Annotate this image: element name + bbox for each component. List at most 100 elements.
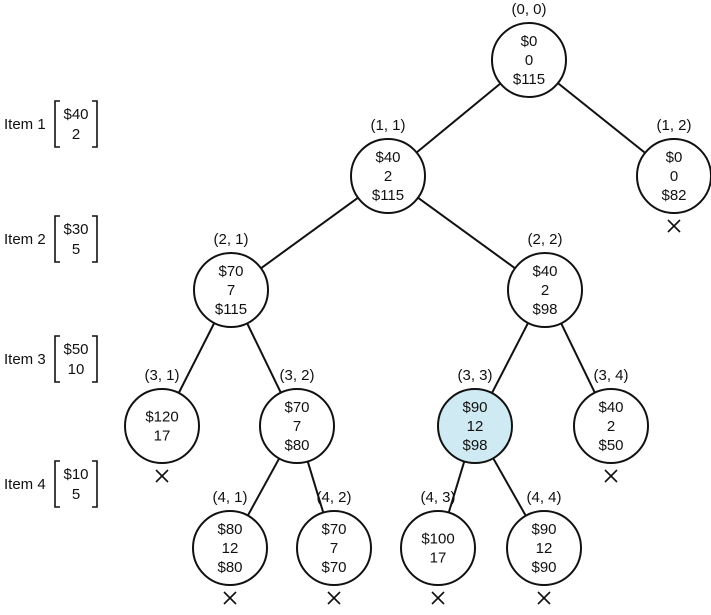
right-bracket	[92, 335, 98, 383]
tree-node-n12: (1, 2)$00$82	[636, 117, 711, 233]
item-weight: 2	[72, 126, 80, 143]
edge-n33-n44	[492, 457, 527, 517]
node-circle	[259, 388, 335, 464]
item-price: $10	[63, 466, 88, 483]
node-coordinate: (3, 3)	[457, 367, 492, 384]
node-value-line: 2	[384, 168, 392, 185]
tree-node-n41: (4, 1) $80 12 $80	[192, 489, 268, 605]
pruned-mark-icon	[223, 591, 237, 605]
node-value-line: $80	[217, 521, 242, 538]
node-coordinate: (3, 1)	[144, 367, 179, 384]
node-value-line: $40	[375, 149, 400, 166]
tree-edges	[177, 82, 646, 517]
node-value-line: 2	[607, 418, 615, 435]
node-circle	[506, 510, 582, 586]
edge-n00-n11	[415, 82, 502, 154]
node-circle	[296, 510, 372, 586]
pruned-mark-icon	[327, 591, 341, 605]
node-value-line: 7	[330, 540, 338, 557]
item-4: Item 4$105	[4, 460, 98, 508]
node-value-line: $70	[321, 559, 346, 576]
node-coordinate: (4, 3)	[420, 489, 455, 506]
node-value-line: $98	[462, 437, 487, 454]
edge-n22-n34	[560, 322, 596, 394]
pruned-mark-icon	[667, 219, 681, 233]
right-bracket	[92, 215, 98, 263]
highlighted-node-circle	[437, 388, 513, 464]
left-bracket	[54, 335, 60, 383]
left-bracket	[54, 215, 60, 263]
item-label: Item 3	[4, 351, 46, 368]
node-circle	[350, 138, 426, 214]
node-value-line: $115	[513, 71, 545, 88]
node-value-line: 7	[227, 282, 235, 299]
node-value-line: $120	[145, 409, 178, 426]
node-value-line: $115	[372, 187, 404, 204]
node-value-line: $80	[217, 559, 242, 576]
pruned-mark-icon	[431, 591, 445, 605]
node-circle	[193, 252, 269, 328]
edge-n33-n43	[447, 461, 466, 513]
item-label: Item 4	[4, 476, 46, 493]
right-bracket	[92, 100, 98, 148]
item-label: Item 2	[4, 231, 46, 248]
node-value-line: $70	[321, 521, 346, 538]
tree-nodes: (0, 0) $0 0 $115 (1, 1) $40 2 $115 (1, 2)$00$82 (…	[124, 1, 711, 605]
item-price: $30	[63, 221, 88, 238]
node-value-line: $80	[284, 437, 309, 454]
node-circle	[573, 388, 649, 464]
node-circle	[507, 252, 583, 328]
node-value-line: 12	[222, 540, 239, 557]
right-bracket	[92, 460, 98, 508]
node-value-line: 2	[541, 282, 549, 299]
edge-n00-n12	[557, 82, 646, 154]
node-coordinate: (4, 4)	[526, 489, 561, 506]
node-coordinate: (4, 2)	[316, 489, 351, 506]
node-value-line: $0	[666, 149, 683, 166]
item-3: Item 3 $50 10	[4, 335, 98, 383]
node-value-line: $90	[531, 521, 556, 538]
edge-n21-n32	[246, 322, 282, 394]
node-value-line: $50	[598, 437, 623, 454]
item-label: Item 1	[4, 116, 46, 133]
tree-node-n11: (1, 1) $40 2 $115	[350, 117, 426, 214]
node-value-line: 0	[525, 52, 533, 69]
node-value-line: $115	[215, 301, 247, 318]
edge-n11-n22	[417, 196, 516, 270]
edge-n32-n42	[306, 461, 325, 513]
node-value-line: 17	[154, 428, 171, 445]
edge-n11-n21	[260, 196, 359, 270]
node-value-line: $0	[521, 33, 538, 50]
node-coordinate: (0, 0)	[511, 1, 546, 18]
edge-n32-n41	[246, 457, 281, 517]
node-coordinate: (3, 2)	[279, 367, 314, 384]
node-value-line: $82	[661, 187, 686, 204]
node-value-line: 7	[293, 418, 301, 435]
node-coordinate: (1, 1)	[370, 117, 405, 134]
node-value-line: $100	[421, 531, 454, 548]
tree-node-n21: (2, 1)$707$115	[193, 231, 269, 328]
node-coordinate: (4, 1)	[212, 489, 247, 506]
node-value-line: $70	[284, 399, 309, 416]
node-value-line: $70	[218, 263, 243, 280]
item-price: $40	[63, 106, 88, 123]
node-circle	[400, 510, 476, 586]
left-bracket	[54, 460, 60, 508]
node-circle	[636, 138, 711, 214]
item-price: $50	[63, 341, 88, 358]
tree-node-n22: (2, 2)$402$98	[507, 231, 583, 328]
node-coordinate: (3, 4)	[593, 367, 628, 384]
tree-node-n32: (3, 2) $70 7 $80	[259, 367, 335, 464]
pruned-mark-icon	[155, 469, 169, 483]
node-value-line: 12	[536, 540, 553, 557]
item-weight: 10	[68, 361, 85, 378]
item-1: Item 1 $40 2	[4, 100, 98, 148]
node-value-line: $90	[531, 559, 556, 576]
pruned-mark-icon	[604, 469, 618, 483]
node-value-line: $40	[532, 263, 557, 280]
tree-node-n34: (3, 4)$402$50	[573, 367, 649, 483]
item-2: Item 2$305	[4, 215, 98, 263]
